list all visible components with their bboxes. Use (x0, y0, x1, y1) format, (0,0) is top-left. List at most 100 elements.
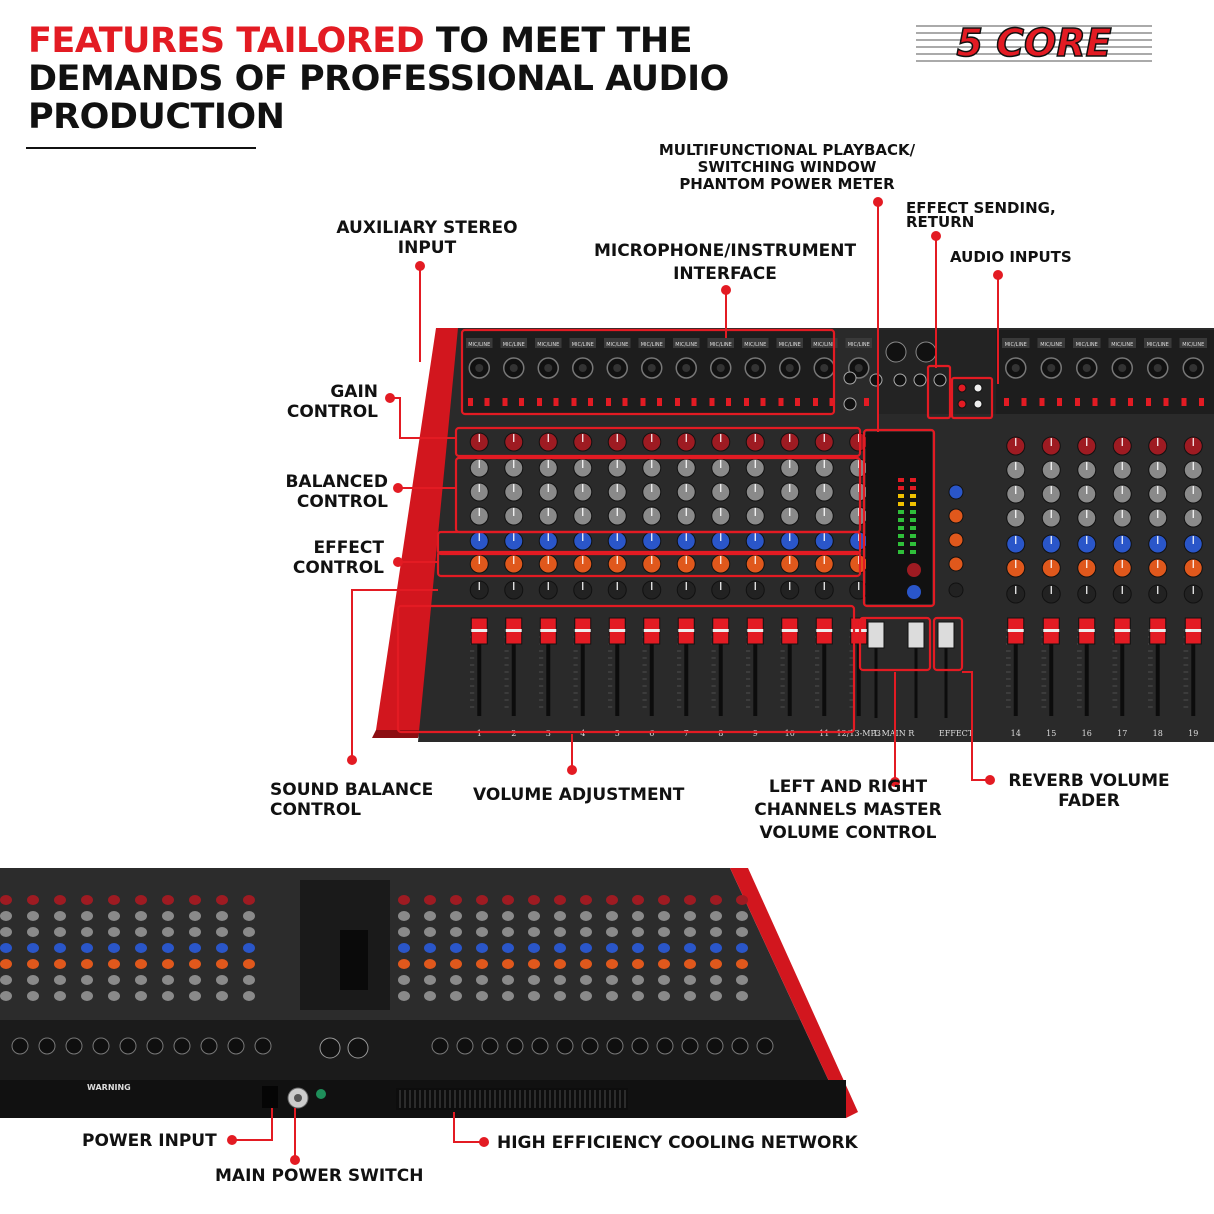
rear-knob[interactable] (243, 911, 255, 921)
rear-knob[interactable] (424, 943, 436, 953)
rear-input-jack[interactable] (756, 1037, 774, 1055)
rear-knob[interactable] (450, 895, 462, 905)
rca-jack[interactable] (957, 399, 967, 409)
rear-knob[interactable] (135, 911, 147, 921)
rear-knob[interactable] (736, 911, 748, 921)
fader-cap-line[interactable] (1078, 629, 1095, 632)
rear-knob[interactable] (243, 943, 255, 953)
rear-knob[interactable] (710, 943, 722, 953)
rear-input-jack[interactable] (706, 1037, 724, 1055)
rca-jack[interactable] (957, 383, 967, 393)
rear-knob[interactable] (0, 927, 12, 937)
rear-knob[interactable] (502, 911, 514, 921)
rear-knob[interactable] (108, 943, 120, 953)
xlr-jack-center[interactable] (1118, 364, 1127, 372)
rear-knob[interactable] (216, 959, 228, 969)
rear-knob[interactable] (710, 927, 722, 937)
rear-knob[interactable] (0, 911, 12, 921)
rear-knob[interactable] (189, 991, 201, 1001)
xlr-jack-center[interactable] (1082, 364, 1091, 372)
fader-cap-line[interactable] (540, 629, 557, 632)
rear-knob[interactable] (476, 975, 488, 985)
rear-knob[interactable] (162, 943, 174, 953)
rear-knob[interactable] (736, 975, 748, 985)
xlr-jack-center[interactable] (1011, 364, 1020, 372)
effect-knob[interactable] (948, 508, 964, 524)
rear-knob[interactable] (162, 911, 174, 921)
trs-jack[interactable] (869, 373, 883, 387)
fader-cap-line[interactable] (781, 629, 798, 632)
rear-input-jack[interactable] (531, 1037, 549, 1055)
rear-knob[interactable] (27, 895, 39, 905)
rear-knob[interactable] (658, 959, 670, 969)
xlr-jack-center[interactable] (475, 364, 484, 372)
rear-knob[interactable] (216, 943, 228, 953)
xlr-jack-center[interactable] (509, 364, 518, 372)
rear-knob[interactable] (81, 991, 93, 1001)
fader-slot[interactable] (580, 620, 585, 716)
fader-cap-line[interactable] (816, 629, 833, 632)
rear-knob[interactable] (424, 975, 436, 985)
rear-knob[interactable] (684, 911, 696, 921)
rear-input-jack[interactable] (146, 1037, 164, 1055)
rear-knob[interactable] (424, 895, 436, 905)
fader-slot[interactable] (1084, 620, 1089, 716)
rear-knob[interactable] (554, 943, 566, 953)
xlr-jack-center[interactable] (716, 364, 725, 372)
fader-slot[interactable] (787, 620, 792, 716)
rear-knob[interactable] (580, 943, 592, 953)
power-input-socket[interactable] (262, 1086, 278, 1108)
rear-knob[interactable] (580, 911, 592, 921)
rear-knob[interactable] (658, 943, 670, 953)
rear-knob[interactable] (424, 959, 436, 969)
rear-knob[interactable] (162, 959, 174, 969)
rear-xlr-jack[interactable] (319, 1037, 341, 1059)
rear-input-jack[interactable] (681, 1037, 699, 1055)
rear-knob[interactable] (580, 959, 592, 969)
rear-knob[interactable] (684, 927, 696, 937)
rear-knob[interactable] (632, 975, 644, 985)
rear-knob[interactable] (528, 943, 540, 953)
rear-knob[interactable] (243, 975, 255, 985)
fader-cap-line[interactable] (574, 629, 591, 632)
rear-knob[interactable] (554, 895, 566, 905)
rear-knob[interactable] (108, 959, 120, 969)
rear-knob[interactable] (502, 959, 514, 969)
rear-knob[interactable] (528, 959, 540, 969)
rear-knob[interactable] (554, 975, 566, 985)
rear-knob[interactable] (606, 895, 618, 905)
fader-cap-line[interactable] (712, 629, 729, 632)
rear-knob[interactable] (108, 927, 120, 937)
rear-knob[interactable] (216, 911, 228, 921)
fader-cap-line[interactable] (850, 629, 867, 632)
rear-knob[interactable] (216, 895, 228, 905)
rear-knob[interactable] (0, 943, 12, 953)
fader-slot[interactable] (753, 620, 758, 716)
xlr-jack-center[interactable] (578, 364, 587, 372)
rear-knob[interactable] (450, 959, 462, 969)
rear-knob[interactable] (606, 975, 618, 985)
rear-knob[interactable] (0, 959, 12, 969)
rear-knob[interactable] (684, 959, 696, 969)
master-fader[interactable] (937, 621, 955, 649)
rear-knob[interactable] (243, 927, 255, 937)
master-fader[interactable] (907, 621, 925, 649)
fader-slot[interactable] (1155, 620, 1160, 716)
xlr-jack-center[interactable] (785, 364, 794, 372)
rear-knob[interactable] (189, 895, 201, 905)
rear-knob[interactable] (710, 911, 722, 921)
rear-knob[interactable] (476, 895, 488, 905)
fader-slot[interactable] (546, 620, 551, 716)
rear-knob[interactable] (528, 911, 540, 921)
rear-knob[interactable] (736, 959, 748, 969)
rear-knob[interactable] (502, 991, 514, 1001)
rear-knob[interactable] (632, 911, 644, 921)
rear-knob[interactable] (108, 911, 120, 921)
rear-knob[interactable] (554, 991, 566, 1001)
rear-knob[interactable] (243, 895, 255, 905)
rear-knob[interactable] (476, 911, 488, 921)
fader-slot[interactable] (477, 620, 482, 716)
fader-cap-line[interactable] (505, 629, 522, 632)
fader-slot[interactable] (684, 620, 689, 716)
rear-knob[interactable] (606, 911, 618, 921)
